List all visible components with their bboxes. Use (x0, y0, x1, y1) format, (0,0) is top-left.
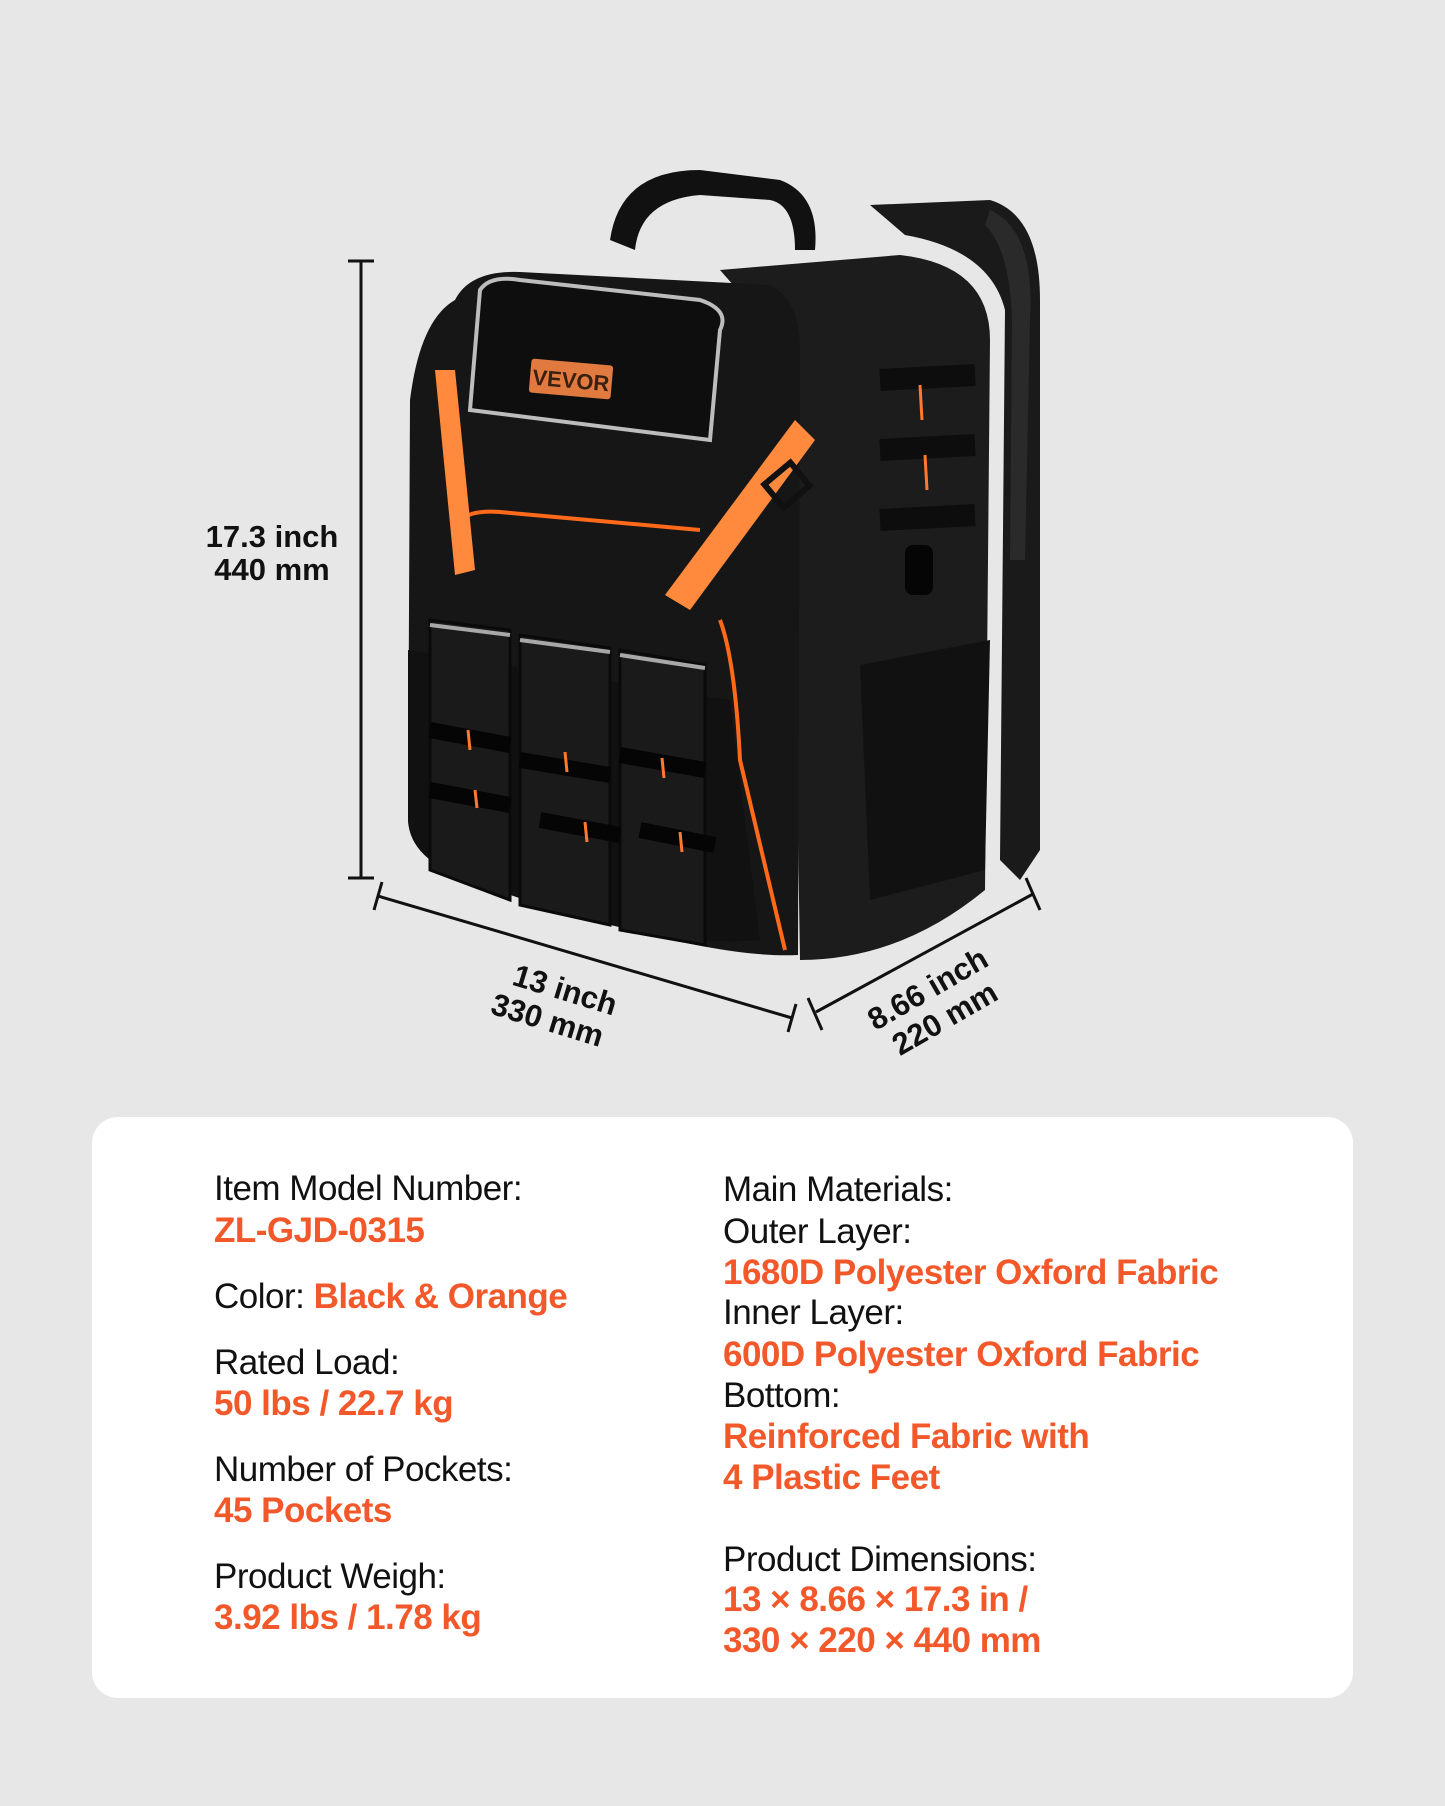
height-mm-label: 440 mm (214, 552, 329, 587)
model-value: ZL-GJD-0315 (214, 1211, 425, 1250)
bottom-value-line-2: 4 Plastic Feet (723, 1458, 940, 1497)
weight-label: Product Weigh: (214, 1557, 446, 1596)
bottom-label: Bottom: (723, 1376, 841, 1415)
load-value: 50 lbs / 22.7 kg (214, 1384, 454, 1423)
height-dimension-line (348, 259, 374, 880)
materials-label: Main Materials: (723, 1170, 953, 1209)
height-inch-label: 17.3 inch (206, 519, 339, 554)
inner-layer-value: 600D Polyester Oxford Fabric (723, 1335, 1200, 1374)
model-label: Item Model Number: (214, 1169, 523, 1208)
product-illustration: VEVOR 17.3 inch 440 mm 13 inch 330 mm 8.… (206, 170, 1042, 1062)
depth-dimension-line (806, 877, 1042, 1031)
outer-layer-value: 1680D Polyester Oxford Fabric (723, 1253, 1219, 1292)
outer-layer-label: Outer Layer: (723, 1212, 912, 1251)
color-row: Color: Black & Orange (214, 1277, 568, 1317)
pockets-label: Number of Pockets: (214, 1450, 513, 1489)
color-label: Color: (214, 1277, 305, 1316)
bottom-value-line-1: Reinforced Fabric with (723, 1417, 1090, 1456)
backpack-image: VEVOR (408, 170, 1040, 960)
dimensions-label: Product Dimensions: (723, 1540, 1037, 1579)
dimensions-value-inch: 13 × 8.66 × 17.3 in / (723, 1580, 1028, 1619)
specifications-card: Item Model Number: ZL-GJD-0315 Color: Bl… (92, 1117, 1353, 1698)
load-label: Rated Load: (214, 1343, 400, 1382)
color-value: Black & Orange (313, 1277, 568, 1316)
inner-layer-label: Inner Layer: (723, 1293, 904, 1332)
weight-value: 3.92 lbs / 1.78 kg (214, 1598, 482, 1637)
pockets-value: 45 Pockets (214, 1491, 392, 1530)
dimensions-value-mm: 330 × 220 × 440 mm (723, 1621, 1041, 1660)
width-dimension-line (372, 881, 798, 1033)
